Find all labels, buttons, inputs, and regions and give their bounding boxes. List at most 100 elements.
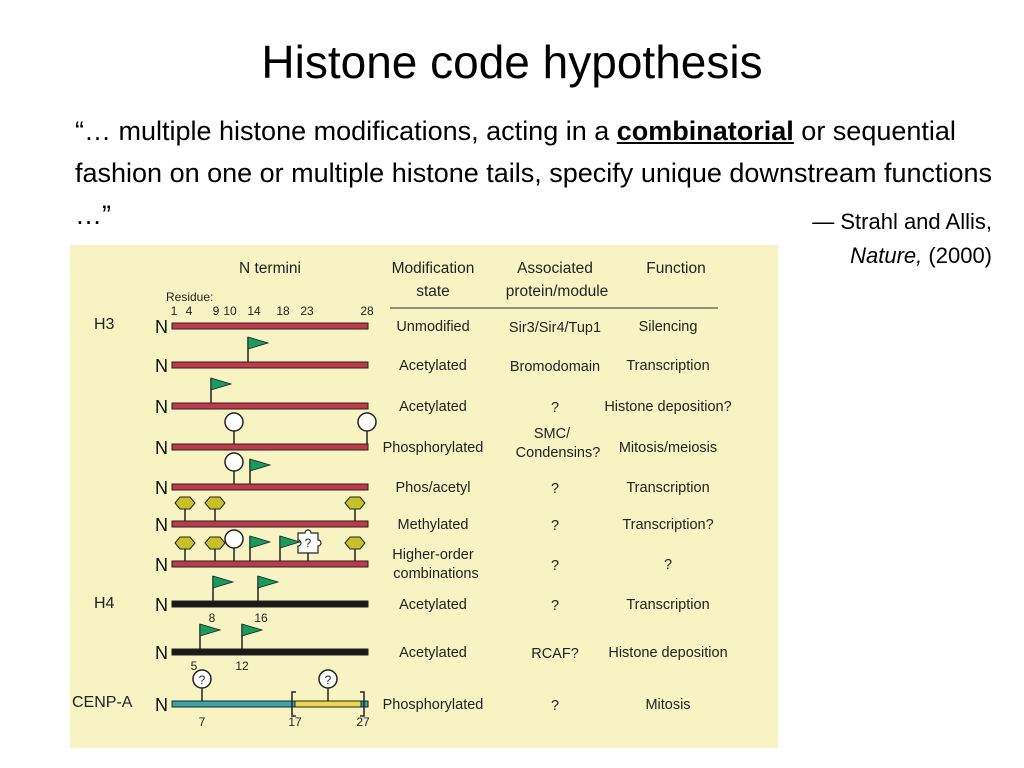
unknown-mark-glyph: ? bbox=[305, 536, 312, 550]
associated-protein-text: Bromodomain bbox=[510, 359, 600, 375]
n-terminus-label: N bbox=[155, 695, 168, 715]
residue-number: 23 bbox=[300, 304, 314, 318]
histone-tail-bar bbox=[171, 322, 369, 330]
modification-state-text: Acetylated bbox=[399, 358, 467, 374]
acetyl-flag-icon bbox=[249, 535, 272, 561]
lollipop-head bbox=[224, 412, 244, 432]
function-text: Transcription bbox=[626, 597, 709, 613]
flag-pennant bbox=[279, 535, 302, 549]
hexagon-shape bbox=[344, 536, 366, 550]
acetyl-flag-icon bbox=[199, 623, 222, 649]
function-text: Transcription bbox=[626, 358, 709, 374]
histone-tail-bar bbox=[171, 361, 369, 369]
methyl-hexagon-icon bbox=[344, 496, 366, 521]
hexagon-shape bbox=[174, 536, 196, 550]
acetyl-flag-icon bbox=[257, 575, 280, 601]
associated-protein-text: ? bbox=[551, 598, 559, 614]
methyl-hexagon-icon bbox=[204, 536, 226, 561]
quote-emphasis: combinatorial bbox=[616, 116, 794, 146]
modification-state-text: Acetylated bbox=[399, 597, 467, 613]
associated-protein-text: SMC/ bbox=[534, 426, 571, 442]
associated-protein-text: Sir3/Sir4/Tup1 bbox=[509, 320, 601, 336]
attribution: — Strahl and Allis, Nature, (2000) bbox=[752, 205, 992, 273]
flag-pennant bbox=[249, 458, 272, 472]
acetyl-flag-icon bbox=[249, 458, 272, 484]
flag-pennant bbox=[212, 575, 235, 589]
domain-bracket-right bbox=[360, 691, 365, 717]
unknown-mark-glyph: ? bbox=[325, 673, 332, 687]
associated-protein-text: ? bbox=[551, 518, 559, 534]
lollipop-head bbox=[318, 669, 338, 689]
methyl-hexagon-icon bbox=[204, 496, 226, 521]
modification-state-text: Phos/acetyl bbox=[396, 480, 471, 496]
associated-protein-text: RCAF? bbox=[531, 646, 579, 662]
residue-number: 18 bbox=[276, 304, 290, 318]
residue-number: 28 bbox=[360, 304, 374, 318]
modification-state-text: combinations bbox=[393, 566, 478, 582]
n-terminus-label: N bbox=[155, 478, 168, 498]
puzzle-shape bbox=[297, 529, 322, 554]
n-terminus-label: N bbox=[155, 515, 168, 535]
residue-number: 4 bbox=[186, 304, 193, 318]
attribution-author: — Strahl and Allis, bbox=[812, 209, 992, 234]
acetyl-flag-icon bbox=[212, 575, 235, 601]
residue-number: 14 bbox=[247, 304, 261, 318]
histone-tail-bar bbox=[171, 520, 369, 528]
attribution-source: Nature, (2000) bbox=[752, 239, 992, 273]
lollipop-head bbox=[224, 452, 244, 472]
function-text: Histone deposition bbox=[608, 645, 727, 661]
n-terminus-label: N bbox=[155, 438, 168, 458]
residue-number: 1 bbox=[171, 304, 178, 318]
quote-part-1: “… multiple histone modifications, actin… bbox=[75, 116, 617, 146]
n-terminus-label: N bbox=[155, 643, 168, 663]
hexagon-shape bbox=[204, 496, 226, 510]
histone-tail-bar bbox=[171, 600, 369, 608]
associated-protein-text: ? bbox=[551, 481, 559, 497]
lollipop-head bbox=[192, 669, 212, 689]
modification-state-text: Unmodified bbox=[396, 319, 469, 335]
cenp-site-label: 7 bbox=[199, 715, 206, 729]
attribution-year: (2000) bbox=[928, 243, 992, 268]
function-text: Silencing bbox=[639, 319, 698, 335]
header-n-termini: N termini bbox=[239, 260, 301, 277]
h4-site-label: 8 bbox=[209, 611, 216, 625]
residue-number: 9 bbox=[213, 304, 220, 318]
modification-state-text: Acetylated bbox=[399, 645, 467, 661]
acetyl-flag-icon bbox=[247, 336, 270, 362]
cenp-domain-bar bbox=[294, 700, 362, 708]
n-terminus-label: N bbox=[155, 317, 168, 337]
histone-tail-bar bbox=[171, 560, 369, 568]
histone-group-label: H4 bbox=[94, 595, 115, 612]
acetyl-flag-icon bbox=[210, 377, 233, 403]
associated-protein-text: ? bbox=[551, 558, 559, 574]
flag-pennant bbox=[247, 336, 270, 350]
modification-state-text: Phosphorylated bbox=[383, 440, 484, 456]
hexagon-shape bbox=[174, 496, 196, 510]
flag-pennant bbox=[257, 575, 280, 589]
unknown-mark-glyph: ? bbox=[199, 673, 206, 687]
slide-title: Histone code hypothesis bbox=[261, 36, 763, 88]
h4-site-label: 5 bbox=[191, 659, 198, 673]
function-text: Transcription bbox=[626, 480, 709, 496]
residue-number: 10 bbox=[223, 304, 237, 318]
h4-site-label: 16 bbox=[254, 611, 268, 625]
function-text: ? bbox=[664, 557, 672, 573]
residue-label: Residue: bbox=[166, 290, 213, 304]
header-modification: Modification bbox=[392, 260, 475, 277]
histone-group-label: H3 bbox=[94, 316, 115, 333]
flag-pennant bbox=[241, 623, 264, 637]
function-text: Mitosis bbox=[645, 697, 690, 713]
quote-part-2: or sequential fashion on one or multiple… bbox=[75, 116, 993, 230]
associated-protein-text: ? bbox=[551, 698, 559, 714]
quote-text: “… multiple histone modifications, actin… bbox=[75, 110, 1005, 236]
domain-bracket-left bbox=[291, 691, 296, 717]
phospho-circle-icon bbox=[224, 412, 244, 444]
hexagon-shape bbox=[204, 536, 226, 550]
associated-protein-text: ? bbox=[551, 400, 559, 416]
phospho-circle-icon bbox=[224, 529, 244, 561]
attribution-journal: Nature, bbox=[850, 243, 923, 268]
histone-tail-bar bbox=[171, 648, 369, 656]
phospho-circle-icon bbox=[224, 452, 244, 484]
modification-state-text: Higher-order bbox=[392, 547, 474, 563]
